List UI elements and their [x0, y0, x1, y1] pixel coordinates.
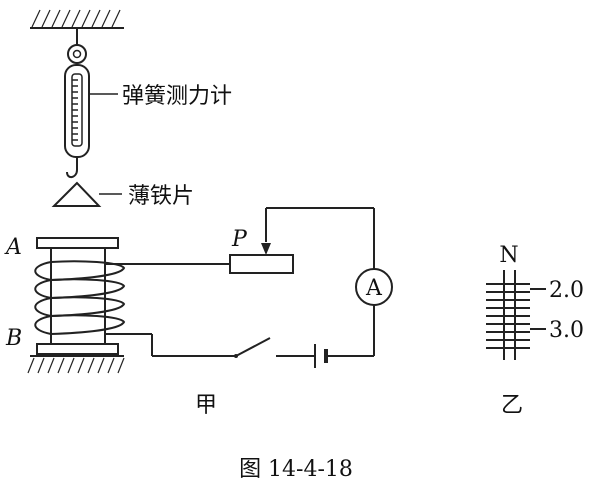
spring-scale-ticks — [72, 79, 78, 141]
scale-mark-lower: 3.0 — [549, 318, 584, 343]
spring-scale — [64, 28, 118, 178]
switch — [234, 337, 271, 358]
iron-sheet-label: 薄铁片 — [128, 184, 194, 209]
figure-caption: 图 14-4-18 — [239, 457, 353, 482]
spring-scale-label: 弹簧测力计 — [122, 84, 232, 109]
slider-p-label: P — [231, 227, 248, 252]
ceiling-support — [30, 9, 124, 29]
coil-windings — [34, 260, 126, 335]
iron-sheet — [51, 181, 122, 207]
circuit-wires — [104, 207, 375, 357]
electromagnet — [27, 237, 126, 374]
point-b-label: B — [5, 326, 22, 351]
point-a-label: A — [4, 235, 22, 260]
slider-arrow-icon — [261, 243, 271, 255]
ammeter — [355, 268, 393, 306]
ammeter-symbol: A — [365, 276, 383, 301]
panel-right-label: 乙 — [501, 393, 523, 418]
scale-mark-upper: 2.0 — [549, 278, 584, 303]
scale-ticks — [486, 283, 530, 349]
battery — [314, 344, 328, 368]
rheostat — [229, 243, 294, 274]
panel-left-label: 甲 — [195, 393, 217, 418]
compass-north-label: N — [499, 243, 518, 268]
compass-scale — [486, 270, 546, 360]
